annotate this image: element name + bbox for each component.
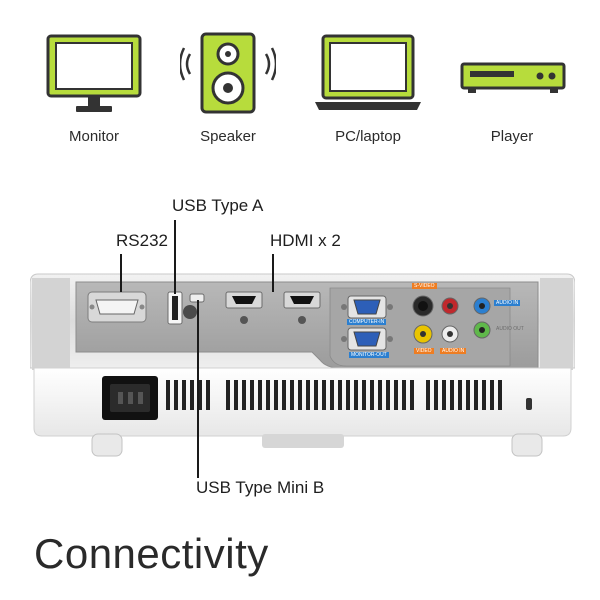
speaker-icon <box>180 32 276 114</box>
monitor-icon <box>46 34 142 112</box>
player-icon <box>460 62 566 93</box>
leader-line-usb-type-a <box>174 220 176 294</box>
callout-hdmi-x2: HDMI x 2 <box>270 231 341 250</box>
port-label-audio-in-left: AUDIO IN <box>440 348 467 354</box>
laptop-icon <box>315 34 421 110</box>
port-label-computer-in: COMPUTER-IN <box>347 319 387 325</box>
leader-line-rs232 <box>120 254 122 292</box>
port-label-monitor-out: MONITOR-OUT <box>349 352 389 358</box>
port-label-audio-in: AUDIO IN <box>494 300 521 306</box>
device-label-player: Player <box>490 128 534 145</box>
page-heading: Connectivity <box>34 530 269 577</box>
device-label-monitor: Monitor <box>68 128 120 145</box>
leader-line-hdmi <box>272 254 274 292</box>
projector-rear-panel <box>30 273 575 457</box>
device-label-laptop: PC/laptop <box>335 128 401 145</box>
device-label-speaker: Speaker <box>200 128 256 145</box>
leader-line-usb-mini-b <box>197 300 199 478</box>
callout-usb-type-mini-b: USB Type Mini B <box>196 478 325 497</box>
port-label-video: VIDEO <box>414 348 434 354</box>
port-label-audio-out: AUDIO OUT <box>496 326 524 332</box>
callout-usb-type-a: USB Type A <box>172 196 264 215</box>
port-label-s-video: S-VIDEO <box>412 283 437 289</box>
callout-rs232: RS232 <box>116 231 168 250</box>
